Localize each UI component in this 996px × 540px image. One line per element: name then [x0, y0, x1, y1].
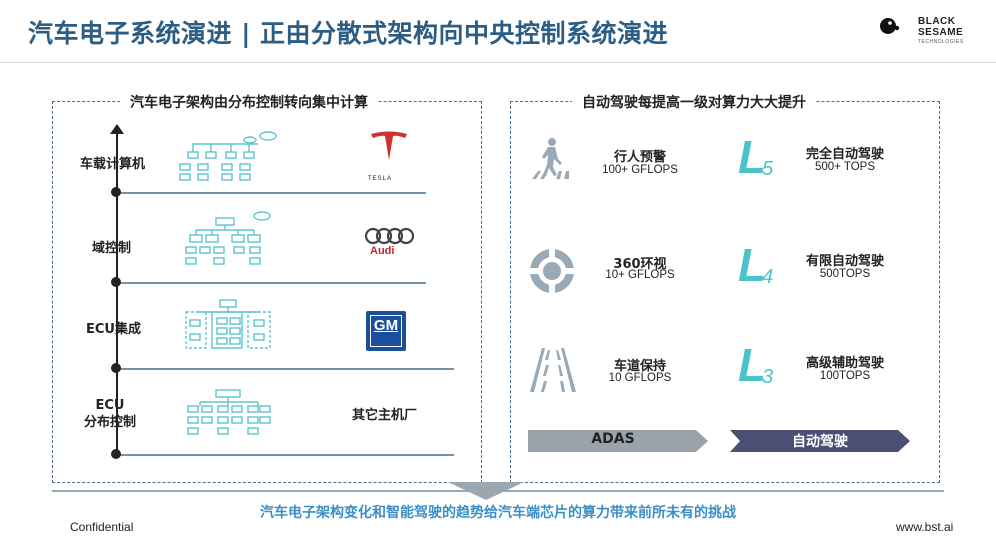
level-label-domain-control: 域控制 — [92, 241, 132, 256]
level-5-name: 完全自动驾驶 — [805, 147, 884, 162]
logo-line2: SESAME — [918, 27, 964, 38]
black-sesame-logo-icon — [880, 18, 900, 34]
ecu-label-line2: 分布控制 — [84, 415, 137, 430]
requirement-name-360-view: 360环视 — [613, 257, 667, 272]
level-divider-4 — [116, 454, 454, 456]
logo-line3: TECHNOLOGIES — [918, 39, 964, 45]
requirement-value-lane-keeping: 10 GFLOPS — [608, 372, 672, 384]
ecu-label-line1: ECU — [95, 398, 125, 413]
pedestrian-crossing-icon — [532, 138, 569, 179]
autonomous-driving-chevron — [730, 430, 910, 452]
axis-dot-2 — [111, 277, 121, 287]
level-4-letter: L — [738, 239, 767, 291]
confidential-label: Confidential — [70, 520, 134, 534]
axis-arrow-head-icon — [110, 124, 124, 134]
level-label-ecu-distributed: ECU 分布控制 — [84, 397, 136, 431]
right-panel-title: 自动驾驶每提高一级对算力大大提升 — [572, 92, 816, 112]
level-3-badge: L 3 — [738, 339, 782, 394]
tesla-logo-icon — [371, 131, 407, 160]
other-oems-label: 其它主机厂 — [352, 408, 418, 423]
adas-chevron-label: ADAS — [591, 431, 635, 447]
audi-rings-icon — [364, 227, 415, 245]
domain-control-architecture-diagram — [185, 211, 271, 265]
gm-logo-icon: GM — [366, 311, 406, 351]
axis-dot-1 — [111, 187, 121, 197]
website-link[interactable]: www.bst.ai — [896, 520, 954, 534]
level-5-letter: L — [738, 131, 767, 183]
level-4-value: 500TOPS — [819, 268, 871, 280]
autonomous-driving-chevron-label: 自动驾驶 — [792, 434, 848, 450]
page-title: 汽车电子系统演进 | 正由分散式架构向中央控制系统演进 — [28, 19, 669, 48]
level-4-badge: L 4 — [738, 239, 782, 294]
requirement-name-lane-keeping: 车道保持 — [613, 359, 666, 374]
level-3-number: 3 — [762, 366, 774, 388]
level-divider-1 — [116, 192, 426, 194]
ecu-integration-architecture-diagram — [185, 299, 271, 349]
level-label-ecu-integration: ECU集成 — [86, 322, 141, 337]
requirement-value-pedestrian-warning: 100+ GFLOPS — [602, 164, 678, 176]
level-label-onboard-computer: 车载计算机 — [80, 157, 146, 172]
level-4-name: 有限自动驾驶 — [805, 254, 884, 269]
axis-dot-4 — [111, 449, 121, 459]
tesla-wordmark: TESLA — [368, 176, 393, 182]
level-4-number: 4 — [762, 266, 774, 288]
adas-chevron — [528, 430, 708, 452]
requirement-name-pedestrian-warning: 行人预警 — [613, 150, 666, 165]
logo-line1: BLACK — [918, 16, 956, 27]
conclusion-text: 汽车电子架构变化和智能驾驶的趋势给汽车端芯片的算力带来前所未有的挑战 — [260, 505, 736, 521]
level-5-value: 500+ TOPS — [815, 161, 875, 173]
requirement-value-360-view: 10+ GFLOPS — [605, 269, 675, 281]
surround-view-icon — [530, 249, 574, 293]
audi-wordmark: Audi — [370, 245, 395, 257]
level-divider-3 — [116, 368, 454, 370]
level-5-number: 5 — [762, 158, 774, 180]
left-panel-title: 汽车电子架构由分布控制转向集中计算 — [120, 92, 378, 112]
ecu-distributed-architecture-diagram — [187, 389, 271, 435]
axis-dot-3 — [111, 363, 121, 373]
down-arrow-icon — [448, 482, 524, 500]
level-3-name: 高级辅助驾驶 — [805, 356, 884, 371]
logo-wordmark: BLACK SESAME — [918, 16, 963, 38]
evolution-axis — [116, 128, 118, 458]
title-divider — [0, 62, 996, 63]
level-3-value: 100TOPS — [819, 370, 871, 382]
level-3-letter: L — [738, 339, 767, 391]
lane-keeping-icon — [530, 348, 576, 392]
level-divider-2 — [116, 282, 426, 284]
gm-wordmark: GM — [373, 317, 399, 334]
level-5-badge: L 5 — [738, 131, 782, 186]
onboard-computer-architecture-diagram — [179, 131, 277, 181]
